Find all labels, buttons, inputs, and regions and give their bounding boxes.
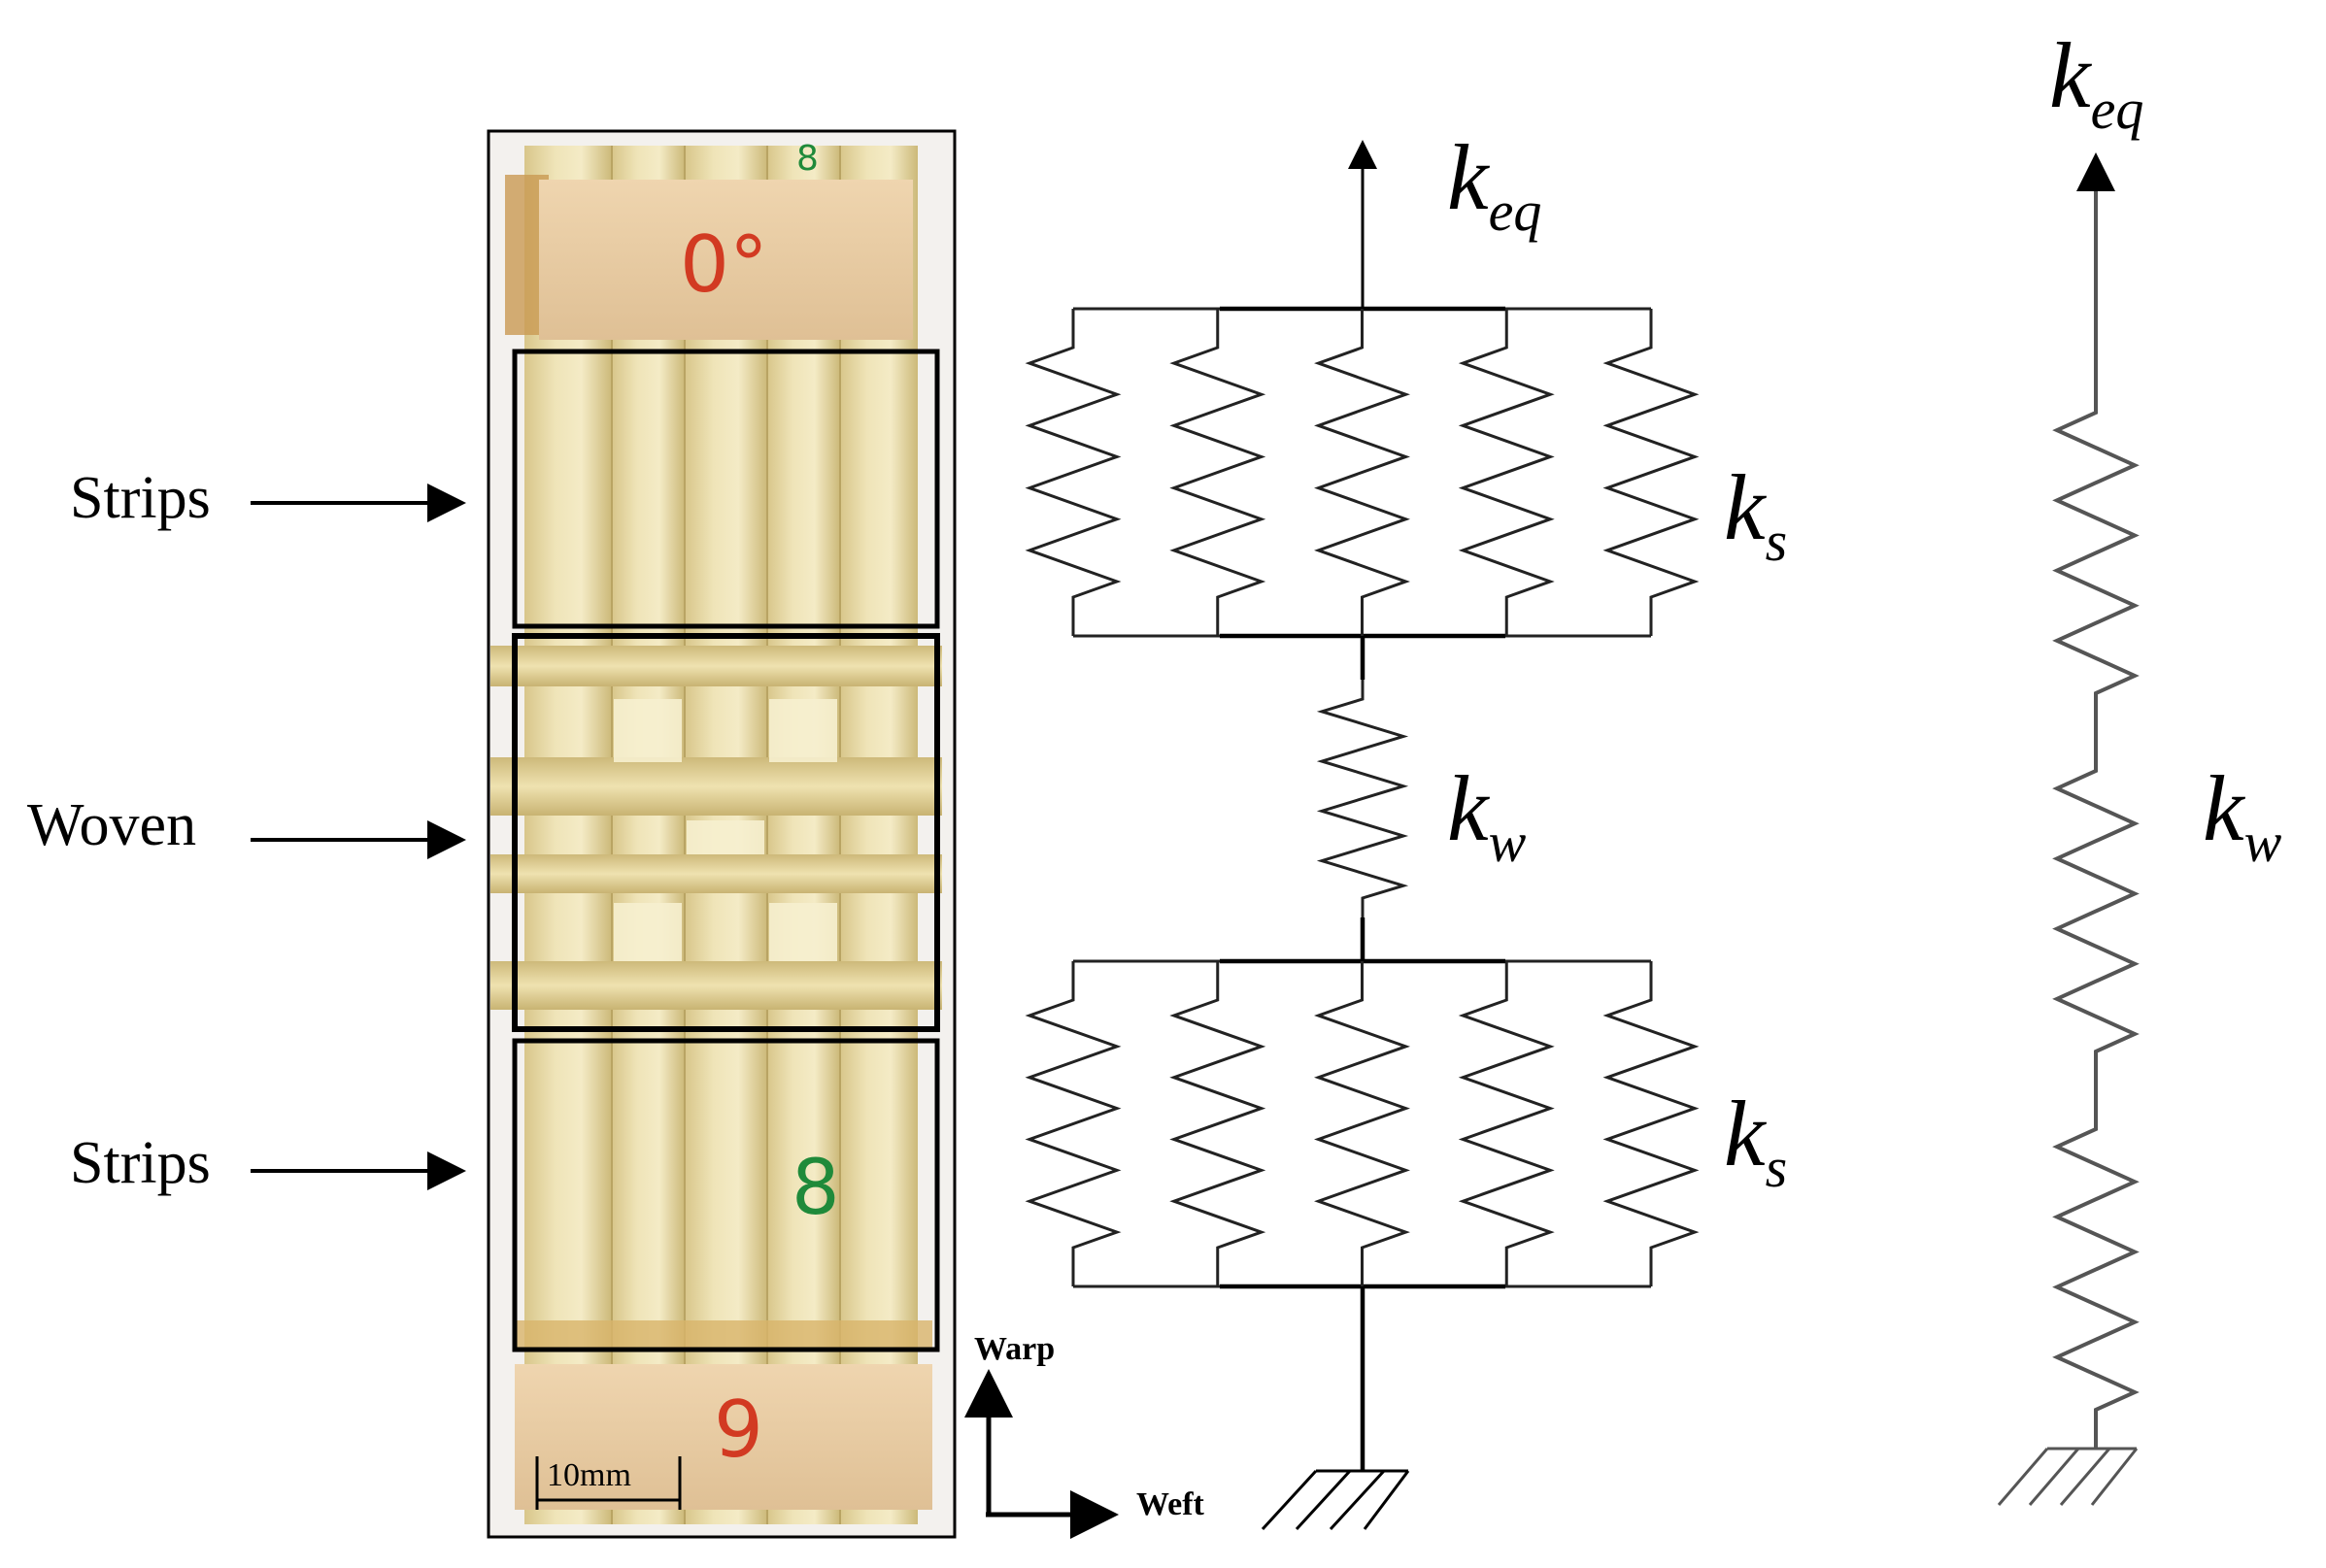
scale-bar-label: 10mm: [547, 1457, 631, 1493]
bottom-tab: 9: [515, 1320, 932, 1510]
label-strips-top: Strips: [70, 465, 211, 531]
grpBot-spring-1: [1025, 961, 1122, 1286]
top-edge-mark: 8: [796, 139, 819, 179]
strips-top-box: [512, 349, 940, 629]
grpTop-spring-3: [1314, 309, 1410, 636]
label-strips-bottom: Strips: [70, 1130, 211, 1196]
model-simplified: keq kw: [1997, 23, 2282, 1506]
weft-strips: [490, 646, 942, 1010]
bottom-tab-mark: 9: [714, 1385, 763, 1475]
grpBot-spring-4: [1458, 961, 1555, 1286]
k-s-bottom-label: ks: [1724, 1082, 1787, 1199]
top-tab-mark: 0°: [680, 219, 768, 310]
k-eq-label-right: keq: [2049, 23, 2143, 141]
grpTop-spring-4: [1458, 309, 1555, 636]
axes-indicator: Warp Weft: [964, 1331, 1205, 1539]
specimen-labels: Strips Woven Strips: [27, 465, 466, 1196]
specimen-photo: 0° 8 9 8 10mm: [487, 129, 957, 1539]
ground-middle: [1261, 1469, 1410, 1531]
weft-label: Weft: [1136, 1486, 1205, 1522]
parallel-group-bottom: [1025, 958, 1700, 1289]
woven-box: [512, 633, 940, 1032]
warp-label: Warp: [974, 1331, 1055, 1367]
label-woven: Woven: [27, 792, 196, 858]
k-eq-label: keq: [1447, 125, 1541, 243]
grpTop-spring-1: [1025, 309, 1122, 636]
spring-kw: [1316, 680, 1409, 917]
strip-mark: 8: [792, 1145, 840, 1232]
grpTop-spring-5: [1602, 309, 1700, 636]
top-tab: 0° 8: [505, 139, 913, 340]
grpTop-spring-2: [1169, 309, 1266, 636]
scale-bar: 10mm: [535, 1456, 682, 1510]
ground-right: [1997, 1447, 2139, 1506]
model-series-parallel: keq ks kw ks: [1025, 125, 1787, 1531]
strips-bottom-box: [512, 1038, 940, 1352]
grpBot-spring-5: [1602, 961, 1700, 1286]
grpBot-spring-3: [1314, 961, 1410, 1286]
k-w-label-right: kw: [2203, 756, 2282, 874]
grpBot-spring-2: [1169, 961, 1266, 1286]
k-w-label: kw: [1447, 756, 1527, 874]
spring-series-right: [2052, 374, 2140, 1449]
k-s-top-label: ks: [1724, 455, 1787, 573]
parallel-group-top: [1025, 306, 1700, 639]
